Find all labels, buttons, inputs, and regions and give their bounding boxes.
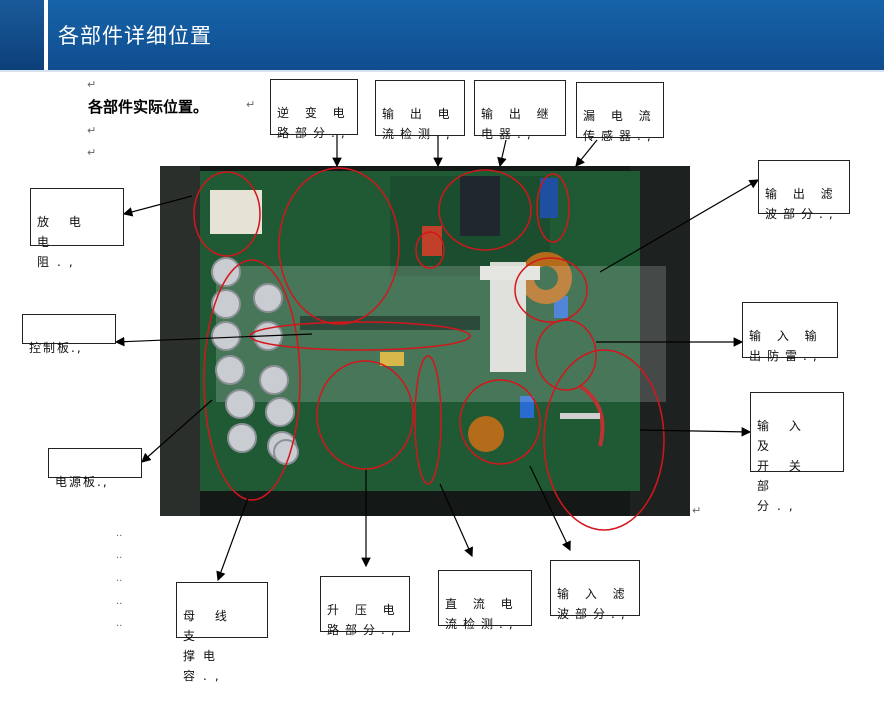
list-mark: ..	[116, 528, 123, 539]
return-mark: ↵	[87, 78, 97, 91]
label-input-filter: 输 入 滤波部分.,	[550, 560, 640, 621]
list-mark: ..	[116, 618, 123, 629]
label-dc-current: 直 流 电流检测.,	[438, 570, 532, 631]
return-mark: ↵	[246, 98, 256, 111]
label-discharge-resistor: 放 电 电阻.,	[30, 188, 124, 269]
list-mark: ..	[116, 550, 123, 561]
header-rule	[0, 70, 884, 72]
label-leakage-sensor: 漏 电 流传感器.,	[576, 82, 664, 143]
label-input-switch: 输 入 及开 关 部分.,	[750, 392, 844, 513]
list-mark: ..	[116, 573, 123, 584]
slide-title: 各部件详细位置	[58, 24, 212, 48]
header-accent-block	[0, 0, 44, 72]
inverter-photo	[160, 166, 690, 516]
return-mark: ↵	[87, 146, 97, 159]
return-mark: ↵	[692, 504, 702, 517]
label-bus-capacitor: 母 线 支撑电容.,	[176, 582, 268, 683]
label-control-board: 控制板.,	[22, 314, 116, 355]
label-boost-circuit: 升 压 电路部分.,	[320, 576, 410, 637]
section-subtitle: 各部件实际位置。	[88, 98, 209, 116]
header-bar	[48, 0, 884, 72]
slide-header: 各部件详细位置	[0, 0, 884, 72]
label-io-surge-protect: 输 入 输出防雷.,	[742, 302, 838, 363]
list-mark: ..	[116, 596, 123, 607]
label-output-filter: 输 出 滤波部分.,	[758, 160, 850, 221]
label-power-board: 电源板.,	[48, 448, 142, 489]
label-output-relay: 输 出 继电器.,	[474, 80, 566, 141]
label-inverter: 逆 变 电路部分.,	[270, 79, 358, 140]
label-output-current: 输 出 电流检测.,	[375, 80, 465, 141]
return-mark: ↵	[87, 124, 97, 137]
